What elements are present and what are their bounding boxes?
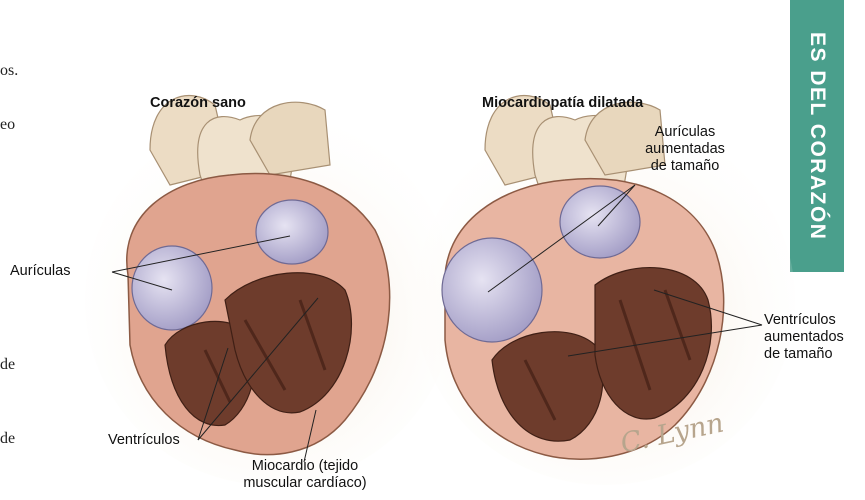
- dilated-heart: [415, 95, 795, 485]
- dilated-left-atrium: [560, 186, 640, 258]
- label-line: Aurículas: [635, 124, 735, 141]
- label-miocardio-line2: muscular cardíaco): [230, 475, 380, 492]
- label-line: aumentadas: [635, 141, 735, 158]
- label-line: de tamaño: [635, 158, 735, 175]
- healthy-right-atrium: [132, 246, 212, 330]
- label-line: de tamaño: [764, 346, 844, 363]
- label-auriculas-aumentadas: Aurículas aumentadas de tamaño: [635, 124, 735, 175]
- healthy-heart: [85, 95, 455, 485]
- label-line: Ventrículos: [764, 312, 844, 329]
- label-miocardio-line1: Miocardio (tejido: [230, 458, 380, 475]
- label-ventriculos-aumentados: Ventrículos aumentados de tamaño: [764, 312, 844, 363]
- label-ventriculos: Ventrículos: [108, 432, 180, 449]
- healthy-left-atrium: [256, 200, 328, 264]
- dilated-heart-title: Miocardiopatía dilatada: [482, 95, 643, 111]
- label-auriculas: Aurículas: [10, 263, 70, 280]
- dilated-right-atrium: [442, 238, 542, 342]
- label-line: aumentados: [764, 329, 844, 346]
- healthy-heart-title: Corazón sano: [150, 95, 246, 111]
- label-miocardio: Miocardio (tejido muscular cardíaco): [230, 458, 380, 492]
